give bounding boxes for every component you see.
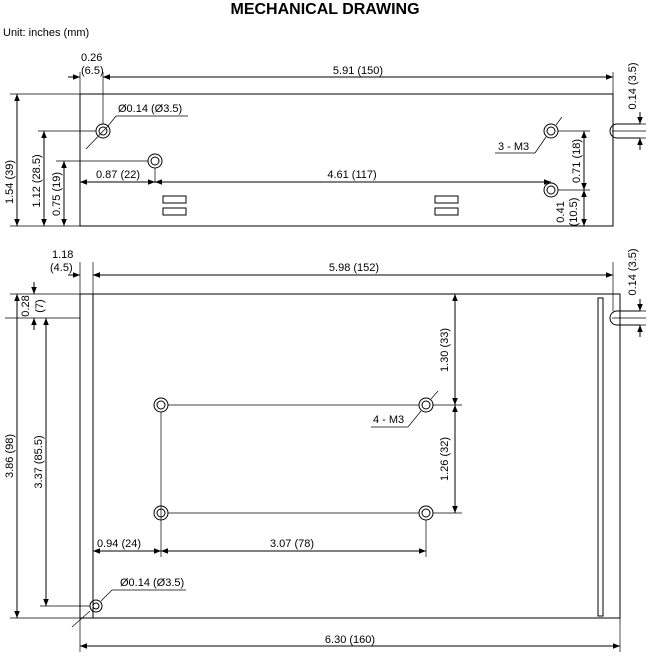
dim-top-h3: 0.75 (19) xyxy=(51,172,63,216)
dim-top-x1: 0.87 (22) xyxy=(96,169,140,181)
dim-top-x2: 4.61 (117) xyxy=(327,169,376,181)
dim-top-m3: 3 - M3 xyxy=(498,141,529,153)
dim-bottom-total: 6.30 (160) xyxy=(325,634,375,646)
vent xyxy=(434,195,459,204)
dim-bottom-x1: 0.94 (24) xyxy=(97,538,141,550)
vent xyxy=(162,207,187,216)
dim-bottom-offset-mm: (4.5) xyxy=(50,262,73,274)
dim-bottom-x2: 3.07 (78) xyxy=(270,538,314,550)
dim-top-hole-offset: 0.26 xyxy=(81,52,102,64)
bottom-view: 1.18 (4.5) 5.98 (152) 0.14 (3.5) 0.28 (7… xyxy=(4,248,646,652)
bottom-slot xyxy=(609,310,640,326)
dim-bottom-v1: 1.30 (33) xyxy=(439,328,451,372)
unit-label: Unit: inches (mm) xyxy=(3,27,90,39)
dim-bottom-offset: 1.18 xyxy=(52,249,73,261)
dim-bottom-hole-dia: Ø0.14 (Ø3.5) xyxy=(120,577,184,589)
dim-top-v1: 0.71 (18) xyxy=(571,139,583,183)
top-view: 0.26 (6.5) 5.91 (150) 0.14 (3.5) Ø0.14 (… xyxy=(4,52,646,227)
drawing-title: MECHANICAL DRAWING xyxy=(230,1,420,18)
top-slot xyxy=(609,123,640,139)
dim-top-v2: 0.41 xyxy=(555,201,567,222)
dim-bottom-v2: 1.26 (32) xyxy=(439,437,451,481)
dim-bottom-top-mm: (7) xyxy=(34,299,46,312)
dim-top-hole-offset-mm: (6.5) xyxy=(81,65,104,77)
dim-top-v2-mm: (10.5) xyxy=(568,198,580,227)
side-flange xyxy=(597,297,604,617)
dim-top-height: 1.54 (39) xyxy=(4,160,16,204)
dim-bottom-slot: 0.14 (3.5) xyxy=(627,248,639,295)
bottom-view-outline xyxy=(79,293,621,619)
dim-top-hole-dia: Ø0.14 (Ø3.5) xyxy=(118,103,182,115)
dim-bottom-h2: 3.37 (85.5) xyxy=(33,435,45,488)
dim-bottom-length: 5.98 (152) xyxy=(329,262,379,274)
dim-top-slot: 0.14 (3.5) xyxy=(627,62,639,109)
dim-top-h2: 1.12 (28.5) xyxy=(31,154,43,207)
dim-top-length: 5.91 (150) xyxy=(333,65,383,77)
vent xyxy=(162,195,187,204)
dim-bottom-top: 0.28 xyxy=(20,295,32,316)
vent xyxy=(434,207,459,216)
dim-bottom-height: 3.86 (98) xyxy=(4,434,16,478)
dim-bottom-m3: 4 - M3 xyxy=(373,414,404,426)
